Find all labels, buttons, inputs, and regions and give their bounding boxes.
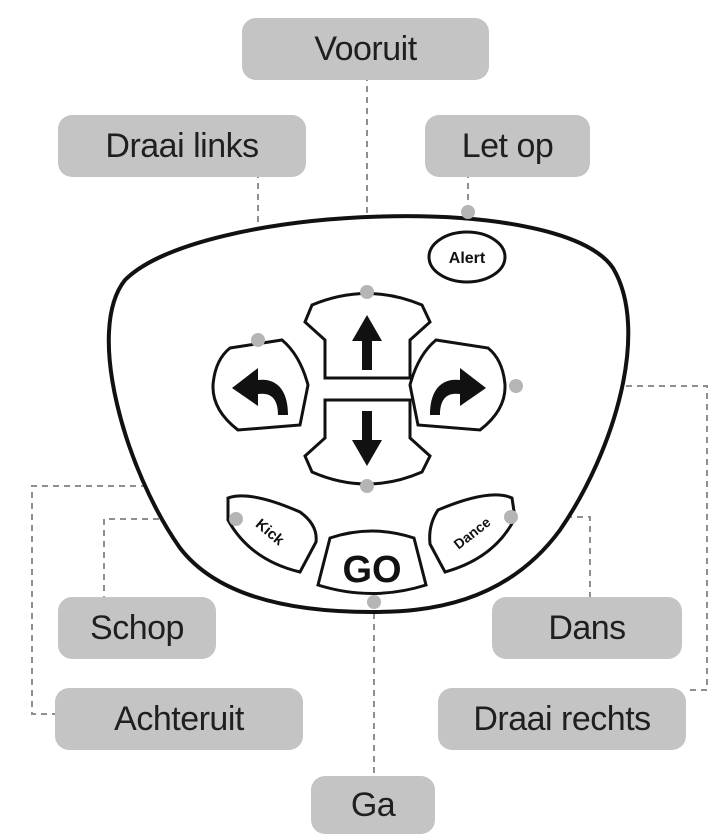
leader-line-turn-right xyxy=(516,385,708,691)
turn-left-button[interactable] xyxy=(211,338,310,432)
dance-button[interactable]: Dance xyxy=(428,493,517,574)
anchor-dot-turn-left xyxy=(251,333,265,347)
anchor-dot-turn-right xyxy=(509,379,523,393)
backward-button[interactable] xyxy=(303,398,432,486)
callout-turn-left: Draai links xyxy=(58,115,306,177)
callout-forward: Vooruit xyxy=(242,18,489,80)
turn-right-button[interactable] xyxy=(408,338,507,432)
turn-right-arrow-icon xyxy=(430,368,486,415)
arrow-down-icon xyxy=(352,411,382,466)
go-button-label: GO xyxy=(342,549,401,591)
callout-turn-right: Draai rechts xyxy=(438,688,686,750)
callout-dance: Dans xyxy=(492,597,682,659)
go-button[interactable]: GO xyxy=(316,529,428,595)
callout-kick: Schop xyxy=(58,597,216,659)
anchor-dots xyxy=(229,205,523,609)
alert-button-label: Alert xyxy=(449,250,486,267)
anchor-dot-dance xyxy=(504,510,518,524)
arrow-up-icon xyxy=(352,315,382,370)
anchor-dot-attention xyxy=(461,205,475,219)
anchor-dot-backward xyxy=(360,479,374,493)
forward-button[interactable] xyxy=(303,292,432,380)
anchor-dot-kick xyxy=(229,512,243,526)
alert-button[interactable]: Alert xyxy=(427,230,507,284)
callout-go: Ga xyxy=(311,776,435,834)
anchor-dot-go xyxy=(367,595,381,609)
anchor-dot-forward xyxy=(360,285,374,299)
callout-backward: Achteruit xyxy=(55,688,303,750)
callout-attention: Let op xyxy=(425,115,590,177)
kick-button[interactable]: Kick xyxy=(226,494,318,574)
turn-left-arrow-icon xyxy=(232,368,288,415)
